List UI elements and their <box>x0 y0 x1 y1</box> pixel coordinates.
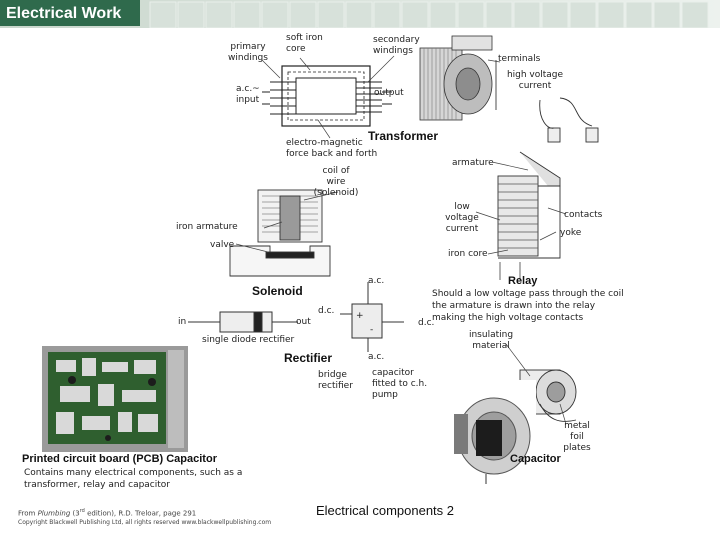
label-iron-armature: iron armature <box>176 222 238 232</box>
label-high-voltage-current: high voltage current <box>506 70 564 91</box>
label-ac-input: a.c.~ input <box>236 84 260 105</box>
pcb-description: Contains many electrical components, suc… <box>24 468 243 490</box>
label-insulating-material: insulating material <box>468 330 514 351</box>
footer-copyright: Copyright Blackwell Publishing Ltd, all … <box>18 519 272 526</box>
label-bridge-rectifier: bridge rectifier <box>318 370 353 391</box>
heading-transformer: Transformer <box>368 129 439 143</box>
label-iron-core: iron core <box>448 249 488 259</box>
label-capacitor-fitted: capacitor fitted to c.h. pump <box>372 368 428 400</box>
label-dc-left: d.c. <box>318 306 335 316</box>
label-ac-bottom: a.c. <box>368 352 385 362</box>
capacitor-pump-photo <box>446 380 536 486</box>
label-soft-iron-core: soft iron core <box>286 33 323 54</box>
label-metal-foil-plates: metal foil plates <box>563 421 591 453</box>
relay-description: Should a low voltage pass through the co… <box>432 289 624 323</box>
label-out: out <box>296 317 311 327</box>
heading-relay: Relay <box>508 275 538 287</box>
header-bar <box>0 0 720 28</box>
label-valve: valve <box>210 240 235 250</box>
heading-pcb: Printed circuit board (PCB) Capacitor <box>22 453 217 465</box>
footer-source: From Plumbing (3rd edition), R.D. Treloa… <box>18 508 197 518</box>
label-em-force: electro-magnetic force back and forth <box>286 138 378 159</box>
label-coil-of-wire: coil of wire (solenoid) <box>313 166 359 198</box>
slide-caption: Electrical components 2 <box>316 503 455 518</box>
pcb-photo <box>42 346 188 452</box>
label-output: output <box>374 88 404 98</box>
label-low-voltage-current: low voltage current <box>445 202 479 234</box>
svg-text:-: - <box>370 325 373 335</box>
heading-capacitor: Capacitor <box>510 453 561 465</box>
svg-text:+: + <box>356 311 364 321</box>
label-yoke: yoke <box>560 228 582 238</box>
slide-title: Electrical Work <box>6 5 122 22</box>
label-in: in <box>178 317 187 327</box>
label-dc-right: d.c. <box>418 318 435 328</box>
label-single-diode: single diode rectifier <box>202 335 295 345</box>
label-primary-windings: primary windings <box>228 42 268 63</box>
heading-rectifier: Rectifier <box>284 351 333 365</box>
label-ac-top: a.c. <box>368 276 385 286</box>
label-contacts: contacts <box>564 210 603 220</box>
footer-book-title: Plumbing <box>37 509 71 518</box>
heading-solenoid: Solenoid <box>252 284 303 298</box>
label-secondary-windings: secondary windings <box>373 35 420 56</box>
label-armature: armature <box>452 158 494 168</box>
label-terminals: terminals <box>498 54 541 64</box>
